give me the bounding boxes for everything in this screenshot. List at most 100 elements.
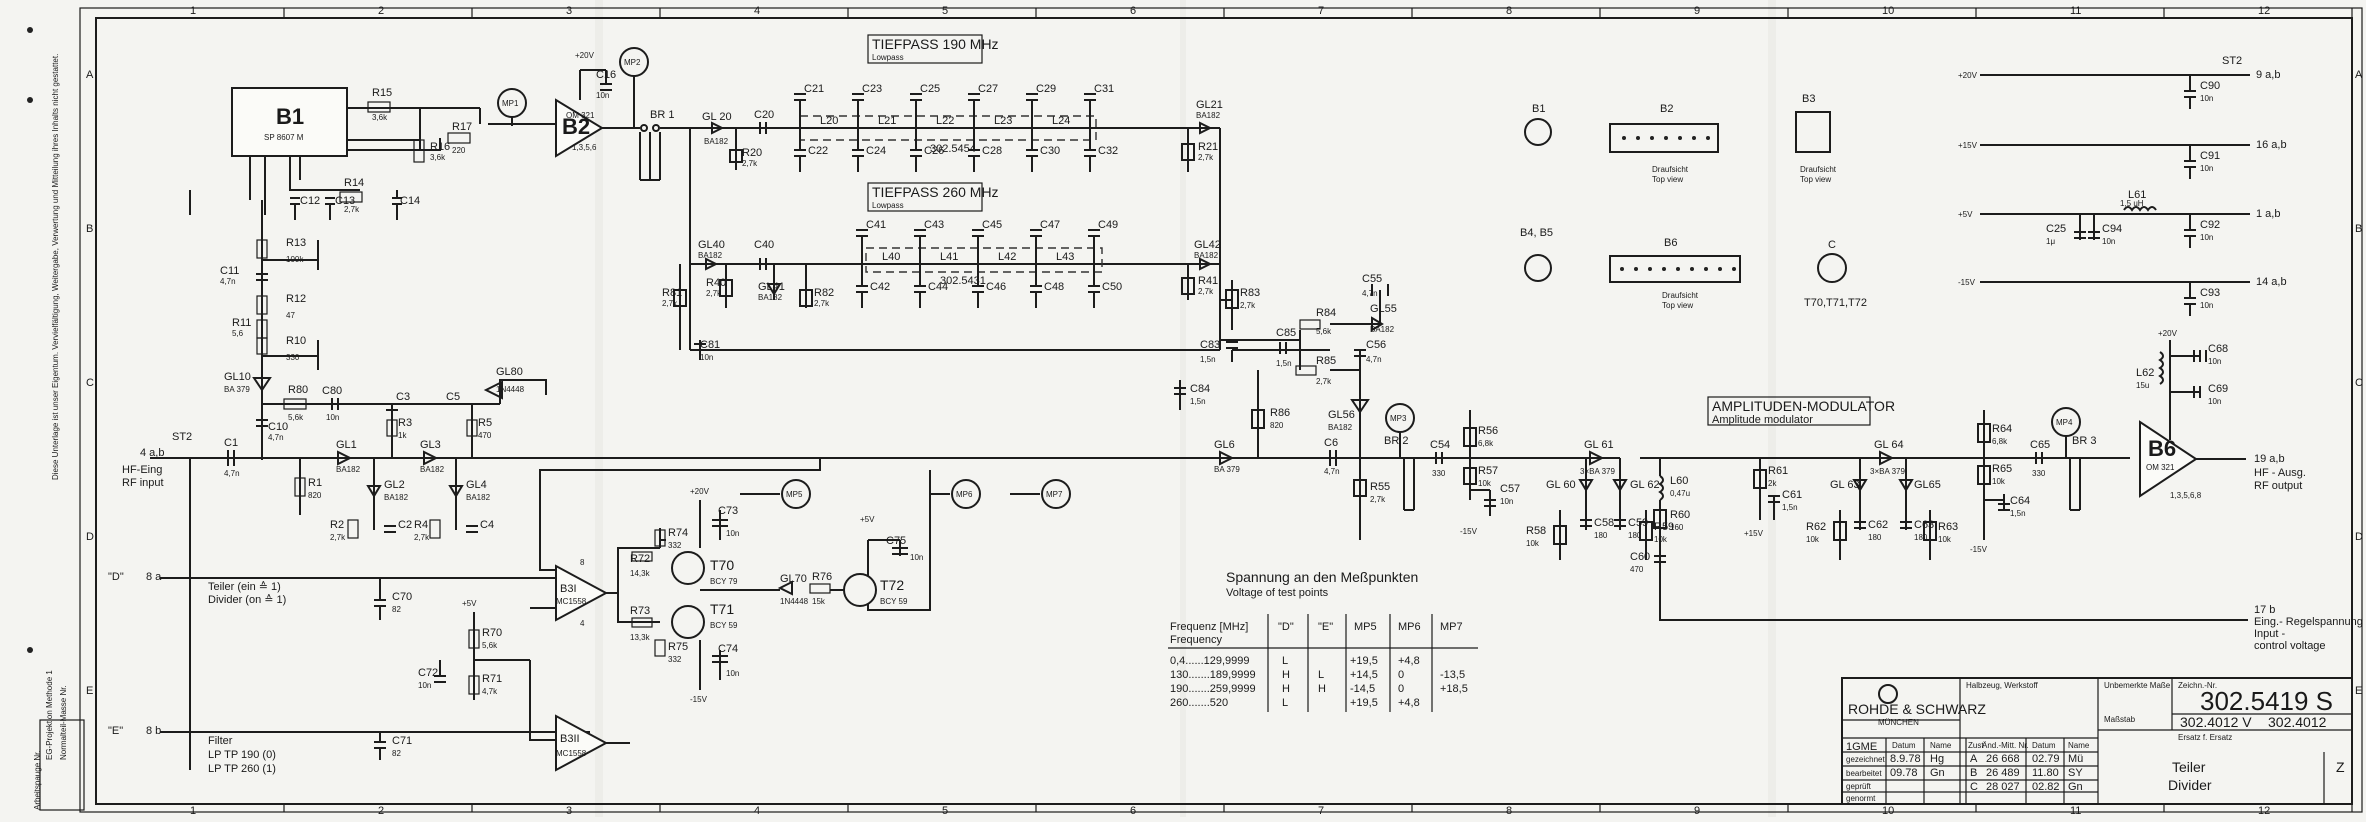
component-label: Draufsicht	[1800, 165, 1837, 174]
component-label: 302.5419 S	[2200, 686, 2333, 716]
component-label: BA182	[698, 251, 723, 260]
component-label: 10k	[1526, 539, 1540, 548]
component-label: C	[1828, 239, 1836, 251]
component-label: C94	[2102, 223, 2122, 235]
component-label: 1,5n	[1782, 503, 1798, 512]
table-cell: 130.......189,9999	[1170, 669, 1256, 681]
component-label: TIEFPASS 260 MHz	[872, 184, 999, 200]
component-label: 160	[1670, 523, 1684, 532]
inductor-l23: L23	[994, 115, 1012, 127]
component-label: R17	[452, 121, 472, 133]
component-label: 10n	[2102, 237, 2115, 246]
component-label: 3×BA 379	[1870, 467, 1905, 476]
inductor-l42: L42	[998, 251, 1016, 263]
capacitor-c26: C26	[924, 145, 944, 157]
component-label: R11	[232, 317, 251, 329]
component-label: BA 379	[224, 385, 250, 394]
table-cell: 0,4......129,9999	[1170, 655, 1250, 667]
component-label: C81	[700, 339, 720, 351]
component-label: 2k	[1768, 479, 1777, 488]
component-label: C11	[220, 265, 239, 277]
component-label: -15V	[1970, 545, 1988, 554]
component-label: 180	[1628, 531, 1642, 540]
component-label: R12	[286, 293, 306, 305]
component-label: R75	[668, 641, 688, 653]
table-cell: L	[1318, 669, 1324, 681]
tiefpass190-label	[867, 34, 983, 64]
inductor-l41: L41	[940, 251, 958, 263]
component-label: Frequenz [MHz]	[1170, 621, 1248, 633]
component-label: MP5	[1354, 621, 1377, 633]
component-label: BA182	[758, 293, 783, 302]
component-label: 332	[668, 541, 682, 550]
component-label: +20V	[690, 487, 710, 496]
component-label: 820	[308, 491, 322, 500]
component-label: Datum	[2032, 741, 2056, 750]
component-label: MC1558	[556, 597, 587, 606]
component-label: R74	[668, 527, 688, 539]
component-label: R4	[414, 519, 428, 531]
capacitor-c49: C49	[1098, 219, 1118, 231]
component-label: OM 321	[566, 111, 595, 120]
capacitor-c27: C27	[978, 83, 998, 95]
capacitor-c93: C93	[2200, 287, 2220, 299]
component-label: "D"	[108, 571, 124, 583]
component-label: R13	[286, 237, 306, 249]
component-label: R2	[330, 519, 344, 531]
capacitor-c28: C28	[982, 145, 1002, 157]
component-label: R85	[1316, 355, 1336, 367]
col-marker: 11	[2070, 5, 2081, 17]
component-label: C10	[268, 421, 288, 433]
col-marker: 10	[1882, 805, 1894, 817]
component-label: B1	[276, 104, 304, 129]
capacitor-c43: C43	[924, 219, 944, 231]
component-label: Draufsicht	[1652, 165, 1689, 174]
component-label: 17 b	[2254, 604, 2275, 616]
pinout-b6: B6 Draufsicht Top view	[1609, 237, 1741, 310]
component-label: 4,7n	[224, 469, 240, 478]
component-label: 3×BA 379	[1580, 467, 1615, 476]
component-label: L60	[1670, 475, 1688, 487]
component-label: B3	[1802, 93, 1815, 105]
component-label: C74	[718, 643, 738, 655]
component-label: R86	[1270, 407, 1290, 419]
component-label: +20V	[2158, 329, 2178, 338]
component-label: 330	[1432, 469, 1446, 478]
component-label: 8	[580, 558, 585, 567]
component-label: HF-Eing	[122, 464, 162, 476]
capacitor-c42: C42	[870, 281, 890, 293]
component-label: 2,7k	[330, 533, 346, 542]
projection-note: EG-Projektion Methode 1	[45, 670, 54, 760]
component-label: R20	[742, 147, 762, 159]
component-label: Teiler	[2172, 759, 2206, 775]
col-marker: 7	[1318, 805, 1324, 817]
component-label: BCY 79	[710, 577, 738, 586]
row-marker: B	[2355, 223, 2362, 235]
component-label: MC1558	[556, 749, 587, 758]
component-label: R40	[706, 277, 726, 289]
component-label: LP TP 260 (1)	[208, 763, 276, 775]
mp7-testpoint	[1041, 479, 1071, 509]
component-label: R41	[1198, 275, 1218, 287]
component-label: C13	[335, 195, 355, 207]
component-label: 1,3,5,6,8	[2170, 491, 2202, 500]
inductor-l21: L21	[878, 115, 896, 127]
table-cell: 260.......520	[1170, 697, 1228, 709]
b6-amplifier	[2139, 420, 2198, 498]
component-label: C61	[1782, 489, 1802, 501]
component-label: 8 a	[146, 571, 162, 583]
component-label: 15k	[812, 597, 826, 606]
component-label: GL 63	[1830, 479, 1860, 491]
component-label: Spannung an den Meßpunkten	[1226, 569, 1418, 585]
row-marker: C	[86, 377, 94, 389]
arbeit-note: Arbeitspauge Nr.	[33, 750, 42, 810]
col-marker: 2	[378, 805, 384, 817]
component-label: gezeichnet	[1846, 755, 1885, 764]
pinout-transistors: C T70,T71,T72	[1804, 239, 1867, 309]
component-label: MP6	[1398, 621, 1421, 633]
component-label: 2,7k	[1198, 287, 1214, 296]
component-label: 14 a,b	[2256, 276, 2287, 288]
component-label: R3	[398, 417, 412, 429]
component-label: R16	[430, 141, 450, 153]
